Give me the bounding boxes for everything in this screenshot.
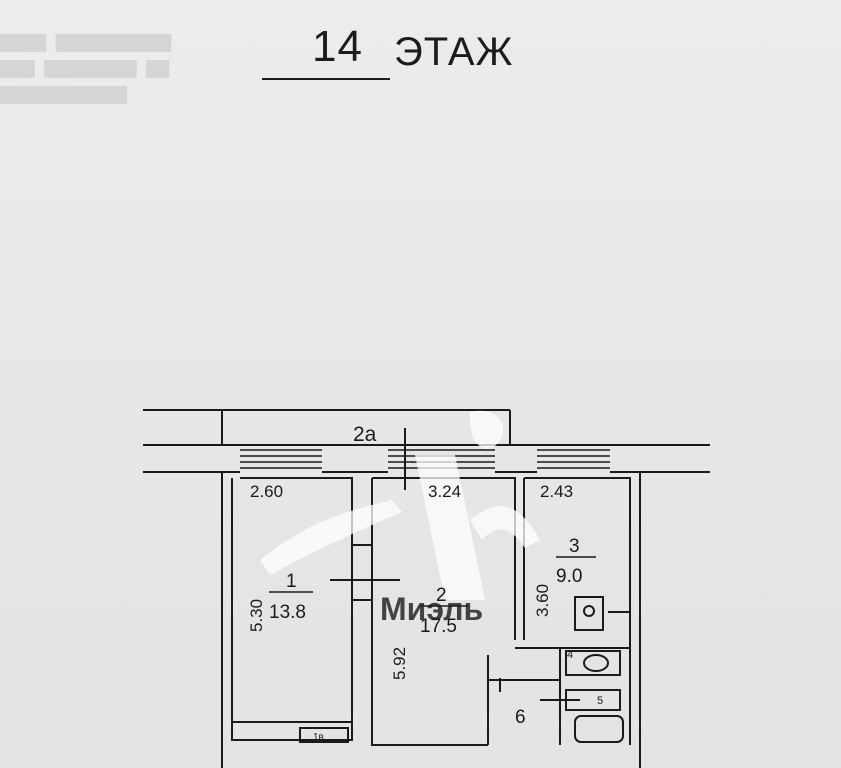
room-6-number: 6 [515,707,526,728]
room-2-width: 3.24 [428,482,461,501]
watermark-text: Миэль [380,591,483,627]
room-1-area: 13.8 [269,602,306,623]
floor-number: 14 [312,22,363,71]
room-2-area: 17.5 [420,616,457,637]
room-3-width: 2.43 [540,482,573,501]
room-3-number: 3 [569,536,580,557]
window-3 [537,449,610,469]
room-5-number: 5 [597,695,603,707]
room-1v-number: 1в [313,732,324,743]
room-1-number: 1 [286,571,297,592]
floor-word: ЭТАЖ [394,30,514,74]
room-3-area: 9.0 [556,566,582,587]
room-1-width: 2.60 [250,482,283,501]
room-1-length: 5.30 [247,599,266,632]
floor-underline [262,78,390,80]
room-2-length: 5.92 [390,647,409,680]
faded-background-text: ████ ██████████ ███ ████████ ██ ████████… [0,34,172,104]
balcony-label: 2а [353,423,377,446]
watermark-logo [260,410,540,600]
room-3-length: 3.60 [533,584,552,617]
floor-title: 14 ЭТАЖ [262,18,582,88]
window-1 [240,449,322,469]
room-2-number: 2 [436,585,447,606]
room-4-number: 4 [567,649,573,661]
